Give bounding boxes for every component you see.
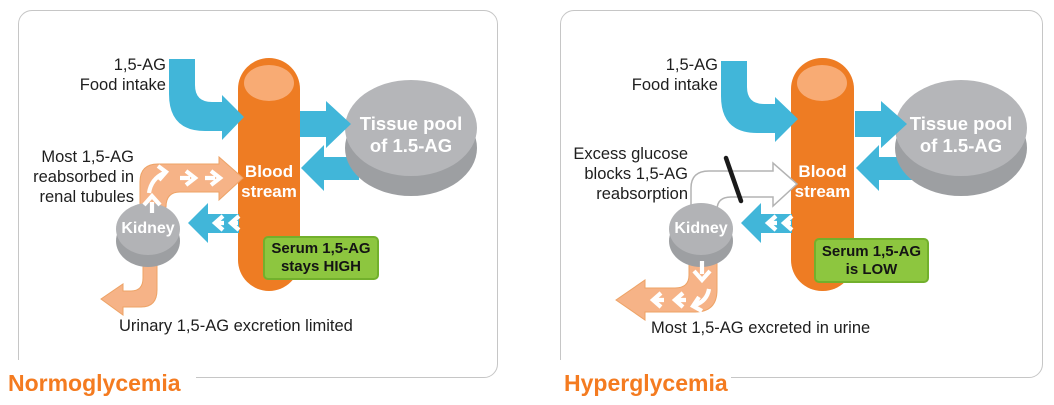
food-intake-arrow [169,59,244,140]
blood-stream-label: Blood stream [791,162,854,202]
food-intake-label: 1,5-AG Food intake [601,55,718,95]
hyperglycemia-title-box: Hyperglycemia [551,360,731,405]
serum-badge-line2: stays HIGH [280,258,362,275]
tissue-pool-line1: Tissue pool [909,113,1013,134]
glucose-block-line1: Excess glucose [573,145,688,163]
kidney-disk-top [116,203,180,255]
reabsorption-note-line1: Most 1,5-AG [41,148,134,166]
blood-to-tissue-arrow [855,101,907,148]
serum-status-badge: Serum 1,5-AG is LOW [814,238,929,283]
blocked-reabsorption-arrow [690,161,799,211]
food-intake-line1: 1,5-AG [665,56,718,74]
food-intake-arrow [721,61,798,142]
kidney-up-arrow [142,192,162,213]
normoglycemia-diagram-canvas [100,58,477,316]
blood-stream-highlight [244,65,294,101]
block-slash [723,155,744,204]
serum-badge-line1: Serum 1,5-AG [821,242,922,260]
blood-stream-line2: stream [794,182,851,201]
blood-to-tissue-arrow [300,101,351,148]
blood-stream-label: Blood stream [238,162,300,202]
urine-flow-chevrons [649,288,712,313]
reabsorption-note-line2: reabsorbed in [33,168,134,186]
urinary-excretion-note: Urinary 1,5-AG excretion limited [119,317,353,335]
blood-to-kidney-chevrons [764,214,794,232]
tissue-pool-label: Tissue pool of 1.5-AG [895,113,1027,157]
tissue-pool-line1: Tissue pool [359,113,463,134]
glucose-block-line2: blocks 1,5-AG [584,165,688,183]
normoglycemia-title-box: Normoglycemia [0,360,196,405]
glucose-block-line3: reabsorption [596,185,688,203]
tissue-pool-line2: of 1.5-AG [369,135,453,156]
panel-title-hyperglycemia: Hyperglycemia [564,370,728,396]
blood-to-kidney-chevrons [211,214,241,232]
panel-hyperglycemia: 1,5-AG Food intake Excess glucose blocks… [560,10,1043,378]
serum-status-badge: Serum 1,5-AG stays HIGH [263,236,379,280]
urine-excretion-note: Most 1,5-AG excreted in urine [651,319,871,337]
blood-stream-highlight [797,65,847,101]
panel-normoglycemia: 1,5-AG Food intake Most 1,5-AG reabsorbe… [18,10,498,378]
blood-stream-line1: Blood [244,162,294,181]
kidney-disk-top [669,203,733,255]
panel-title-normoglycemia: Normoglycemia [8,370,181,396]
tissue-to-blood-arrow [301,145,359,191]
tissue-pool-disk-top [895,80,1027,176]
food-intake-line2: Food intake [79,76,166,94]
serum-badge-line1: Serum 1,5-AG [271,240,371,257]
tissue-pool-disk-top [345,80,477,176]
kidney-down-arrow [692,261,712,284]
tissue-to-blood-arrow [856,145,913,191]
tissue-pool-line2: of 1.5-AG [919,135,1003,156]
reabsorption-flow-chevrons [146,164,224,194]
tissue-pool-label: Tissue pool of 1.5-AG [345,113,477,157]
food-intake-line2: Food intake [631,76,718,94]
food-intake-line1: 1,5-AG [113,56,166,74]
kidney-label: Kidney [121,220,175,237]
blood-stream-cylinder [791,58,854,291]
hyperglycemia-diagram-canvas [615,58,1027,321]
glucose-block-note: Excess glucose blocks 1,5-AG reabsorptio… [566,144,688,204]
blood-stream-cylinder [238,58,300,291]
urinary-excretion-arrow [100,256,158,316]
blood-stream-line1: Blood [798,162,847,181]
food-intake-label: 1,5-AG Food intake [49,55,166,95]
reabsorption-note-line3: renal tubules [39,188,134,206]
serum-badge-line2: is LOW [845,260,898,278]
kidney-label: Kidney [674,220,728,237]
reabsorption-note: Most 1,5-AG reabsorbed in renal tubules [19,147,134,207]
blood-stream-line2: stream [241,182,297,201]
